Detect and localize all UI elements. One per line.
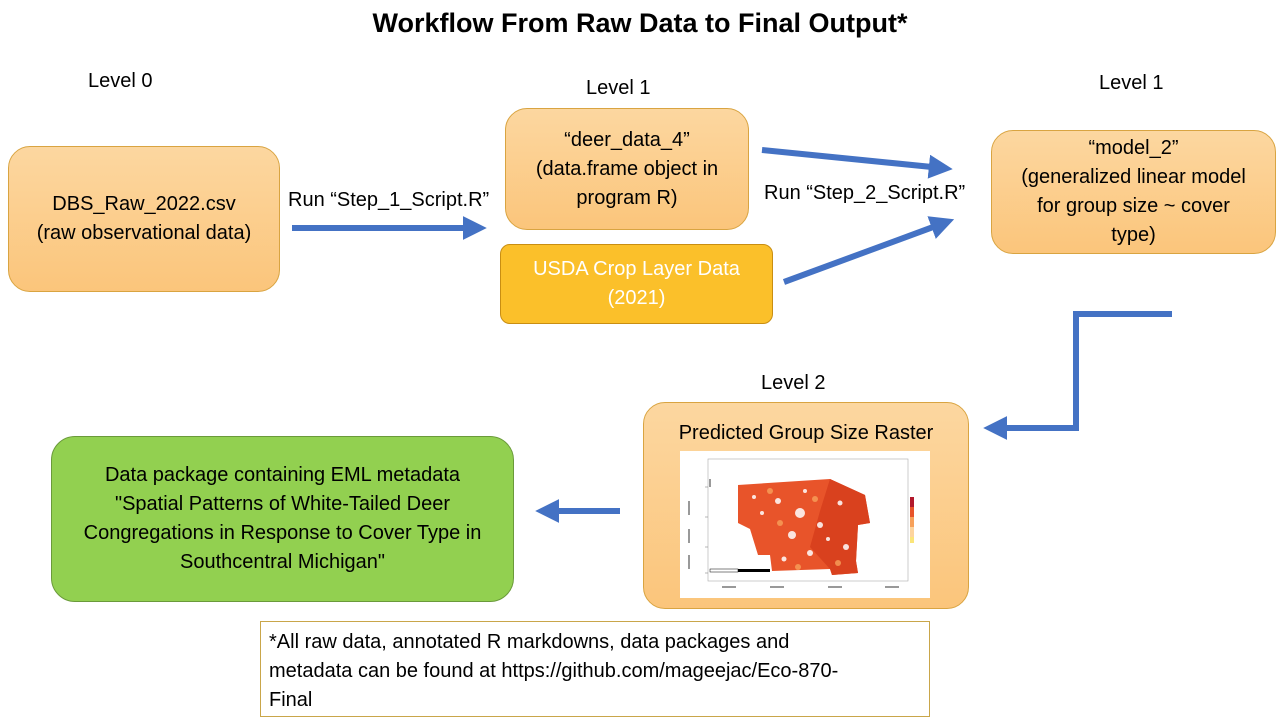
step-1-label: Run “Step_1_Script.R” [288, 189, 490, 211]
data-package-line-2: "Spatial Patterns of White-Tailed Deer [114, 493, 451, 515]
model-desc-3: type) [1111, 224, 1156, 246]
usda-crop-node: USDA Crop Layer Data (2021) [500, 244, 773, 324]
data-package-line-4: Southcentral Michigan" [180, 551, 385, 573]
usda-crop-name: USDA Crop Layer Data [533, 258, 740, 280]
model-node: “model_2” (generalized linear model for … [991, 130, 1276, 254]
raster-title: Predicted Group Size Raster [678, 422, 934, 444]
raw-data-filename: DBS_Raw_2022.csv [52, 193, 236, 215]
step-2-label: Run “Step_2_Script.R” [764, 182, 966, 204]
raw-data-node: DBS_Raw_2022.csv (raw observational data… [8, 146, 280, 292]
deer-data-name: “deer_data_4” [564, 128, 690, 151]
level-0-label: Level 0 [88, 70, 153, 92]
raw-data-description: (raw observational data) [36, 222, 252, 244]
arrow-model-to-raster [983, 311, 1172, 440]
deer-data-node: “deer_data_4” (data.frame object in prog… [505, 108, 749, 230]
usda-crop-year: (2021) [607, 287, 666, 309]
level-2-label: Level 2 [761, 372, 826, 394]
model-name: “model_2” [1088, 137, 1179, 159]
data-package-node: Data package containing EML metadata "Sp… [51, 436, 514, 602]
arrow-usda-to-model [782, 216, 955, 285]
footnote-line-1: *All raw data, annotated R markdowns, da… [269, 631, 790, 653]
diagram-title: Workflow From Raw Data to Final Output* [372, 8, 908, 38]
footnote-line-2: metadata can be found at https://github.… [269, 660, 839, 682]
model-desc-2: for group size ~ cover [1037, 195, 1230, 217]
raster-map-image [680, 451, 930, 598]
deer-data-desc-2: program R) [576, 186, 678, 209]
footnote-line-3: Final [269, 689, 313, 711]
level-1-mid-label: Level 1 [586, 77, 651, 99]
footnote-box: *All raw data, annotated R markdowns, da… [260, 621, 930, 717]
arrow-deer-to-model [761, 147, 953, 179]
level-1-right-label: Level 1 [1099, 72, 1164, 94]
deer-data-desc-1: (data.frame object in [535, 157, 719, 180]
model-desc-1: (generalized linear model [1021, 166, 1246, 188]
data-package-line-1: Data package containing EML metadata [104, 464, 461, 486]
data-package-line-3: Congregations in Response to Cover Type … [83, 522, 482, 544]
